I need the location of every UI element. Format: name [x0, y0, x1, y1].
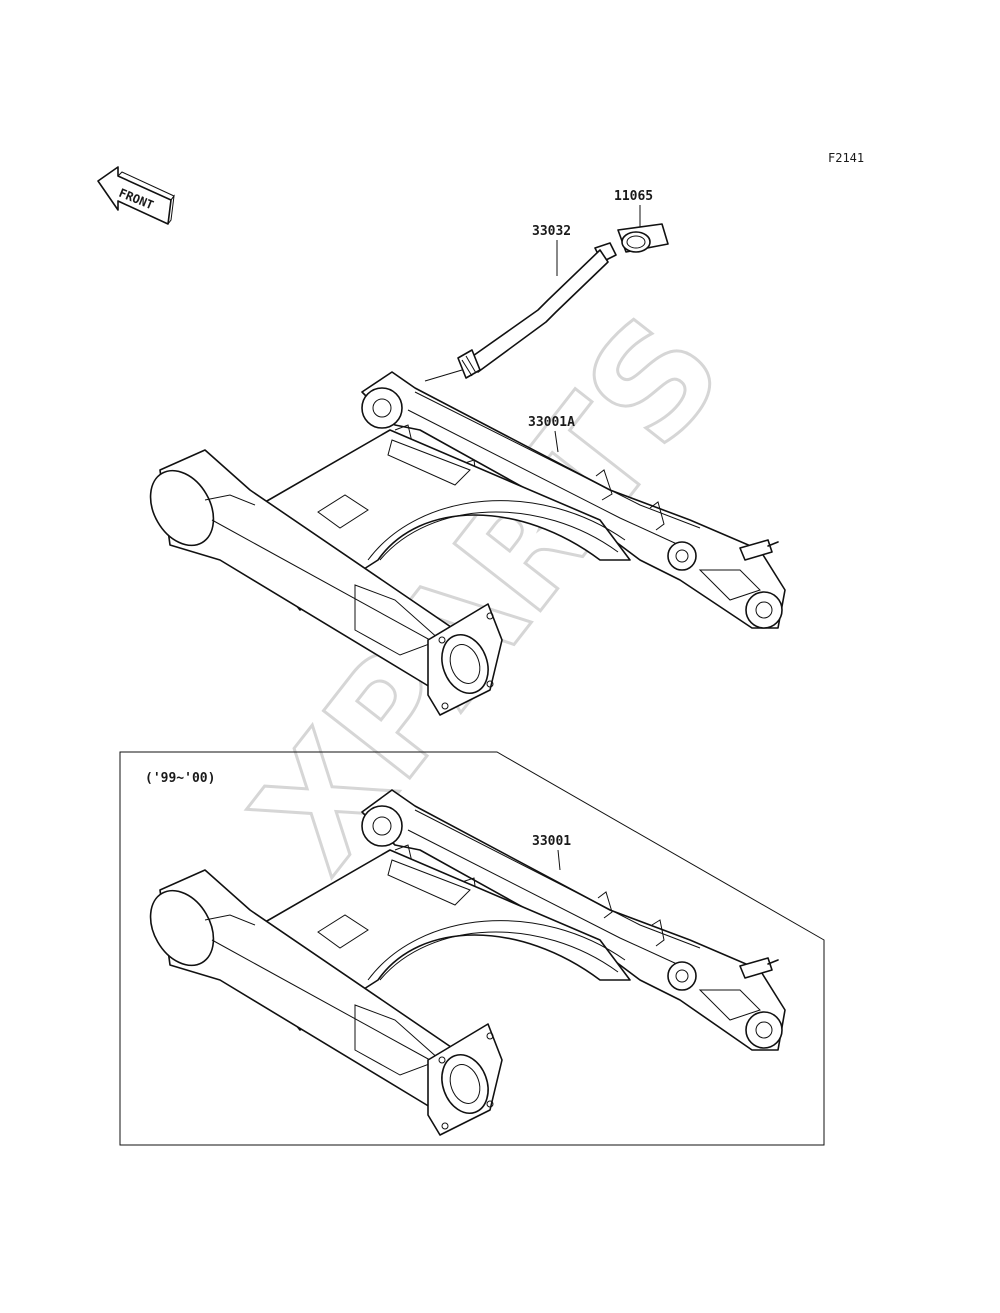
front-direction-arrow-icon: FRONT	[97, 166, 175, 225]
figure-code: F2141	[828, 151, 864, 165]
inset-year-range: ('99~'00)	[145, 771, 215, 786]
part-number-33032: 33032	[532, 224, 571, 239]
part-number-11065: 11065	[614, 189, 653, 204]
swingarm-top-part: 33001A	[149, 371, 786, 716]
bushing-part: 11065	[614, 189, 669, 253]
part-number-33001a: 33001A	[528, 415, 575, 430]
part-number-33001: 33001	[532, 834, 571, 849]
inset-box: ('99~'00) 33001	[119, 751, 825, 1146]
pivot-shaft-part: 33032	[424, 224, 617, 382]
